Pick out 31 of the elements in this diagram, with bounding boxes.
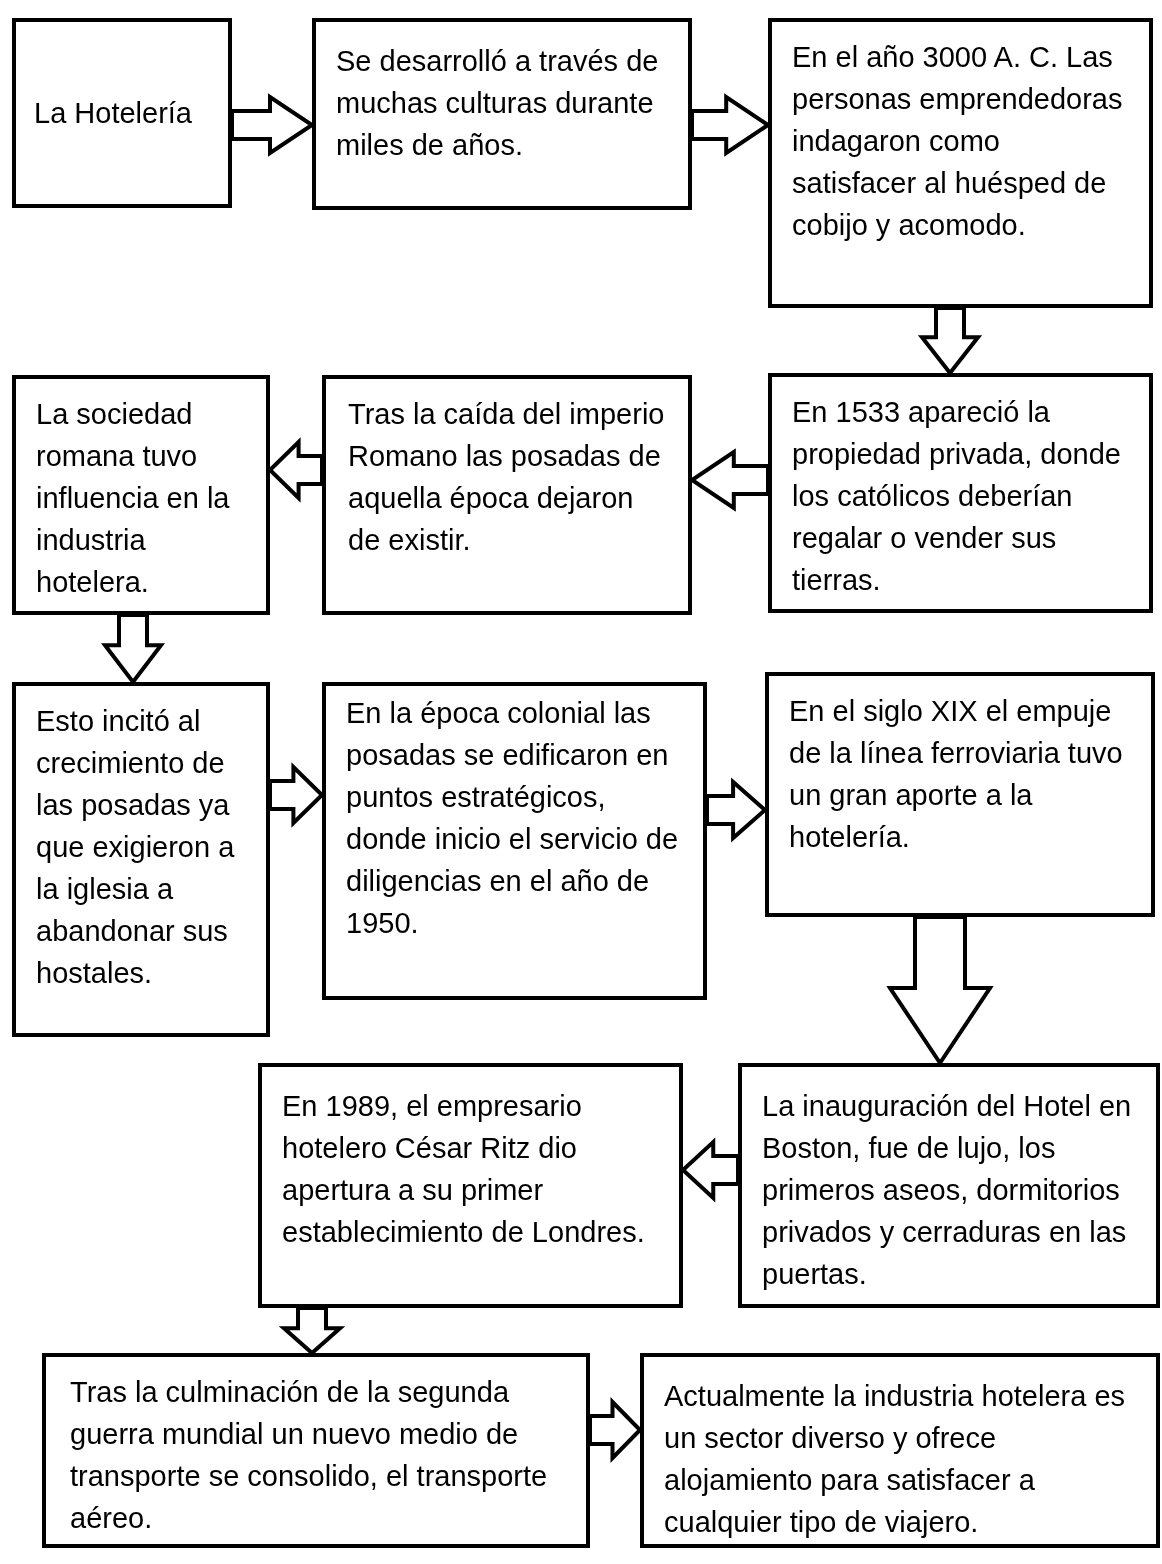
process-box [765,672,1155,917]
process-box [12,682,270,1037]
block-arrow [680,1137,740,1203]
box-text: En la época colonial las posadas se edificaron en puntos estratégicos, donde inicio el servicio de diligencias en el año de 1950. [346,696,680,941]
block-arrow [268,762,325,828]
box-text: En 1533 apareció la propiedad privada, donde los católicos deberían regalar o vender sus tierras. [792,395,1122,598]
box-text: La Hotelería [34,96,192,131]
block-arrow [278,1306,346,1356]
process-box [258,1063,683,1308]
box-text: Actualmente la industria hotelera es un sector diverso y ofrece alojamiento para satisfacer a cualquier tipo de viajero. [664,1379,1127,1540]
process-box [322,682,707,1000]
process-box [768,373,1153,613]
box-text: La sociedad romana tuvo influencia en la industria hotelera. [36,397,231,600]
process-box [12,375,270,615]
process-box [322,375,692,615]
box-text: En el siglo XIX el empuje de la línea ferroviaria tuvo un gran aporte a la hotelería. [789,694,1124,855]
box-text: En 1989, el empresario hotelero César Ritz dio apertura a su primer establecimiento de Londres. [282,1089,646,1250]
process-box [738,1063,1160,1308]
box-text: Tras la culminación de la segunda guerra mundial un nuevo medio de transporte se consolido, el transporte aéreo. [70,1375,549,1536]
box-text: La inauguración del Hotel en Boston, fue de lujo, los primeros aseos, dormitorios privados y cerraduras en las puertas. [762,1089,1133,1292]
process-box [640,1353,1160,1548]
process-box [312,18,692,210]
block-arrow [588,1397,643,1463]
box-text: En el año 3000 A. C. Las personas emprendedoras indagaron como satisfacer al huésped de cobijo y acomodo. [792,40,1124,243]
process-box [42,1353,590,1548]
process-box [768,18,1153,308]
box-text: Tras la caída del imperio Romano las posadas de aquella época dejaron de existir. [348,397,666,558]
block-arrow [267,437,324,503]
box-text: Se desarrolló a través de muchas culturas durante miles de años. [336,44,660,163]
process-box [12,18,232,208]
box-text: Esto incitó al crecimiento de las posadas ya que exigieron a la iglesia a abandonar sus hostales. [36,704,236,991]
